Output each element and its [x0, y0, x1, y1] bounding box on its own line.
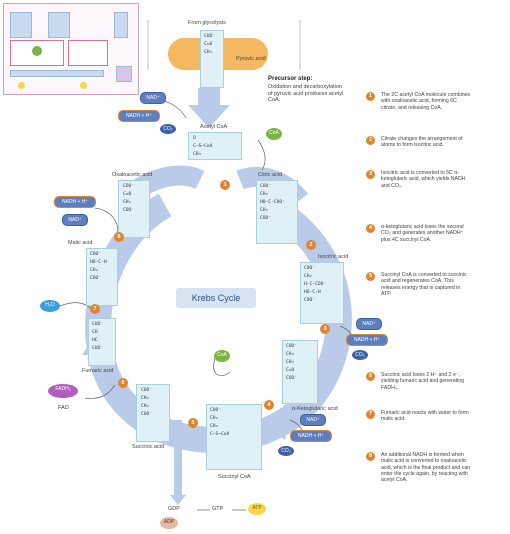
coa-arrow	[257, 139, 266, 171]
precursor-step-text: Oxidation and decarboxylation of pyruvic…	[268, 84, 344, 103]
cycle-step-2-marker: 2	[306, 240, 316, 250]
nad-pill-8: NAD⁺	[62, 214, 88, 226]
step-5-badge: 5	[366, 272, 375, 281]
nad-arrow-8	[94, 207, 119, 233]
precursor-arrow	[188, 88, 230, 128]
atp-pill: ATP	[248, 503, 266, 515]
thumbnail-bar	[114, 12, 128, 38]
gtp-label: GTP	[212, 506, 224, 512]
step-8-text: An additional NADH is formed when malic …	[381, 452, 471, 484]
step-7-badge: 7	[366, 410, 375, 419]
fad-arrow	[84, 384, 116, 399]
thumbnail-dot	[18, 82, 25, 89]
arrowhead-gtp	[170, 495, 186, 505]
adp-pill: ADP	[160, 517, 178, 529]
cycle-step-1-marker: 1	[220, 180, 230, 190]
thumbnail-panel	[68, 40, 108, 66]
step-7-text: Fumaric acid reacts with water to form m…	[381, 410, 469, 423]
arrowhead-4	[268, 415, 290, 440]
thumbnail-bar	[116, 66, 132, 82]
step-2-badge: 2	[366, 136, 375, 145]
arrowhead-2	[300, 225, 322, 248]
cycle-step-5-marker: 5	[188, 418, 198, 428]
co2-pill-4: CO₂	[278, 446, 294, 456]
citric-acid-label: Citric acid	[258, 172, 283, 178]
nad-pill-3: NAD⁺	[356, 318, 382, 330]
fad-label: FAD	[58, 405, 69, 411]
overview-thumbnail	[3, 3, 139, 95]
nadh-pill-8: NADH + H⁺	[54, 196, 96, 208]
cycle-step-6-marker: 6	[118, 378, 128, 388]
coa-arrow-5	[213, 357, 231, 376]
thumbnail-bar	[48, 12, 70, 38]
thumbnail-dot	[80, 82, 87, 89]
bracket-lines	[147, 20, 301, 70]
precursor-step-title: Precursor step:	[268, 76, 313, 82]
thumbnail-bar	[10, 70, 104, 77]
thumbnail-dot	[32, 46, 42, 56]
co2-pill-top: CO₂	[160, 124, 176, 134]
nadh-pill-top: NADH + H⁺	[118, 110, 160, 122]
cycle-step-4-marker: 4	[264, 400, 274, 410]
coa-pill-5: CoA	[214, 350, 230, 362]
fumaric-acid-label: Fumaric acid	[82, 368, 114, 374]
isocitric-acid-molecule: COO⁻ CH₂ H-C-COO⁻ HO-C-H COO⁻	[300, 262, 344, 324]
malic-acid-label: Malic acid	[68, 240, 93, 246]
step-8-badge: 8	[366, 452, 375, 461]
succinic-acid-molecule: COO⁻ CH₂ CH₂ COO⁻	[136, 384, 170, 442]
step-6-badge: 6	[366, 372, 375, 381]
thumbnail-bar	[10, 12, 32, 38]
nad-pill-top: NAD⁺	[140, 92, 166, 104]
from-glycolysis-label: From glycolysis	[188, 20, 226, 26]
step-4-text: α-ketoglutaric acid loses the second CO₂…	[381, 224, 464, 243]
cycle-step-3-marker: 3	[320, 324, 330, 334]
nad-pill-4: NAD⁺	[300, 414, 326, 426]
citric-acid-molecule: COO⁻ CH₂ HO-C-COO⁻ CH₂ COO⁻	[256, 180, 298, 244]
ketoglutaric-acid-label: α-Ketoglutaric acid	[292, 406, 338, 412]
fumaric-acid-molecule: COO⁻ CH HC COO⁻	[88, 318, 116, 366]
pyruvic-acid-molecule: COO⁻ C=O CH₃	[200, 30, 224, 88]
step-3-text: Isocitric acid is converted to 5C α-keto…	[381, 170, 466, 189]
co2-pill-3: CO₂	[352, 350, 368, 360]
step-3-badge: 3	[366, 170, 375, 179]
oxaloacetic-acid-molecule: COO⁻ C=O CH₂ COO⁻	[118, 180, 150, 238]
step-6-text: Succinic acid loses 2 H⁺ and 2 e⁻, yield…	[381, 372, 465, 391]
isocitric-acid-label: Isocitric acid	[318, 254, 349, 260]
gdp-label: GDP	[168, 506, 180, 512]
nadh-pill-3: NADH + H⁺	[346, 334, 388, 346]
succinyl-coa-molecule: COO⁻ CH₂ CH₂ C—S—CoA	[206, 404, 262, 470]
pyruvic-acid-label: Pyruvic acid	[236, 56, 266, 62]
acetyl-coa-molecule: O C—S—CoA CH₃	[188, 132, 242, 160]
krebs-cycle-title: Krebs Cycle	[176, 288, 256, 308]
nadh-pill-4: NADH + H⁺	[290, 430, 332, 442]
step-2-text: Citrate changes the arrangement of atoms…	[381, 136, 463, 149]
step-1-badge: 1	[366, 92, 375, 101]
step-5-text: Succinyl CoA is converted to succinic ac…	[381, 272, 467, 297]
malic-acid-molecule: COO⁻ HO-C-H CH₂ COO⁻	[86, 248, 118, 306]
oxaloacetic-acid-label: Oxaloacetic acid	[112, 172, 153, 178]
h2o-pill: H₂O	[40, 300, 60, 312]
acetyl-coa-label: Acetyl CoA	[200, 124, 228, 130]
ketoglutaric-acid-molecule: COO⁻ CH₂ CH₂ C=O COO⁻	[282, 340, 318, 404]
succinyl-coa-label: Succinyl CoA	[218, 474, 251, 480]
cycle-step-8-marker: 8	[114, 232, 124, 242]
step-4-badge: 4	[366, 224, 375, 233]
fadh2-pill: FADH₂	[48, 384, 78, 398]
cycle-step-7-marker: 7	[90, 304, 100, 314]
step-1-text: The 2C acetyl CoA molecule combines with…	[381, 92, 471, 111]
coa-pill-top: CoA	[266, 128, 282, 140]
succinic-acid-label: Succinic acid	[132, 444, 165, 450]
